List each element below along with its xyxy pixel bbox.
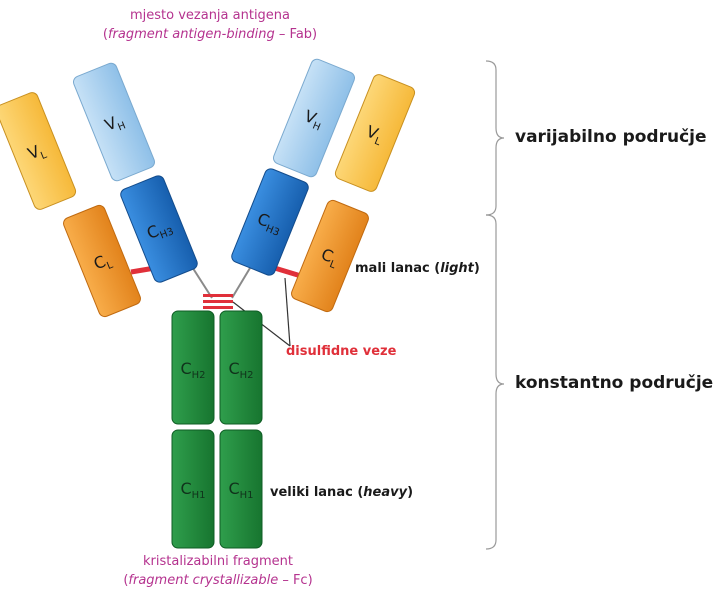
- ch3-domain-left: [120, 175, 198, 283]
- svg-text:CL: CL: [317, 245, 341, 272]
- svg-text:CH2: CH2: [180, 359, 205, 381]
- vl-domain-right: [334, 74, 416, 192]
- ch1-domain-left: [171, 429, 215, 549]
- fc-label-line2: (fragment crystallizable – Fc): [123, 573, 313, 588]
- hinge-disulfide-bond-2: [203, 300, 233, 303]
- hinge-disulfide-bond-3: [203, 306, 233, 309]
- ch2-domain-right: [219, 310, 263, 425]
- constant-region-bracket: [485, 214, 505, 550]
- vh-domain-left: [73, 62, 155, 182]
- disulfide-pointer-2: [284, 277, 291, 347]
- fc-label-line1: kristalizabilni fragment: [143, 554, 293, 569]
- light-chain-label: mali lanac (light): [355, 261, 480, 276]
- fab-label-line1: mjesto vezanja antigena: [129, 8, 291, 23]
- vl-domain-left: [0, 92, 77, 210]
- cl-domain-right: [291, 199, 369, 313]
- hinge-disulfide-bond-1: [203, 294, 233, 297]
- disulfide-label: disulfidne veze: [286, 344, 397, 359]
- svg-text:CH3: CH3: [254, 209, 285, 239]
- ch2-domain-left: [171, 310, 215, 425]
- ch3-domain-right: [231, 168, 309, 276]
- fab-label-line2: (fragment antigen-binding – Fab): [102, 27, 318, 42]
- variable-region-bracket: [485, 60, 505, 216]
- vh-domain-right: [273, 58, 355, 178]
- svg-text:CH1: CH1: [180, 479, 205, 501]
- cl-domain-left: [63, 204, 141, 318]
- variable-region-label: varijabilno područje: [515, 127, 707, 147]
- ch1-domain-right: [219, 429, 263, 549]
- heavy-chain-label: veliki lanac (heavy): [270, 485, 414, 500]
- svg-text:VH: VH: [301, 106, 326, 133]
- svg-text:CH2: CH2: [228, 359, 253, 381]
- svg-text:CH1: CH1: [228, 479, 253, 501]
- constant-region-label: konstantno područje: [515, 373, 714, 393]
- svg-text:VL: VL: [362, 122, 386, 149]
